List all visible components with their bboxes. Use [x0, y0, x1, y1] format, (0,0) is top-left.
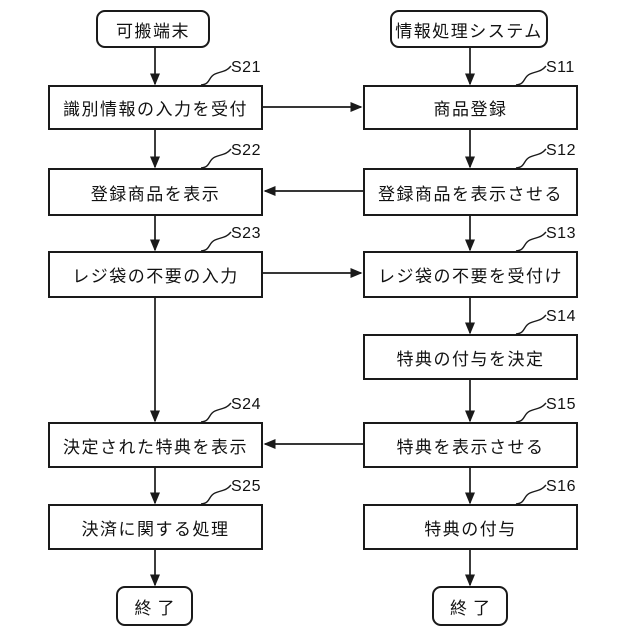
step-label-s14: S14: [546, 308, 576, 325]
step-label-s24: S24: [231, 396, 261, 413]
process-box-s25: 決済に関する処理: [48, 504, 263, 550]
step-label-s25: S25: [231, 478, 261, 495]
step-label-s12: S12: [546, 142, 576, 159]
process-box-s21: 識別情報の入力を受付: [48, 85, 263, 130]
step-label-s22: S22: [231, 142, 261, 159]
process-box-s15: 特典を表示させる: [363, 422, 578, 468]
step-label-s13: S13: [546, 225, 576, 242]
terminator-end-right: 終了: [432, 586, 508, 626]
process-box-s12: 登録商品を表示させる: [363, 168, 578, 216]
process-box-s14: 特典の付与を決定: [363, 334, 578, 380]
terminator-end-left: 終了: [116, 586, 193, 626]
label-leader-lines: [200, 65, 547, 505]
process-box-s23: レジ袋の不要の入力: [48, 251, 263, 298]
process-box-s16: 特典の付与: [363, 504, 578, 550]
process-box-s22: 登録商品を表示: [48, 168, 263, 216]
process-box-s24: 決定された特典を表示: [48, 422, 263, 468]
terminator-info-processing-system: 情報処理システム: [390, 10, 548, 48]
step-label-s21: S21: [231, 59, 261, 76]
step-label-s11: S11: [546, 59, 575, 76]
process-box-s13: レジ袋の不要を受付け: [363, 251, 578, 298]
process-box-s11: 商品登録: [363, 85, 578, 130]
step-label-s23: S23: [231, 225, 261, 242]
terminator-portable-terminal: 可搬端末: [96, 10, 210, 48]
step-label-s15: S15: [546, 396, 576, 413]
step-label-s16: S16: [546, 478, 576, 495]
